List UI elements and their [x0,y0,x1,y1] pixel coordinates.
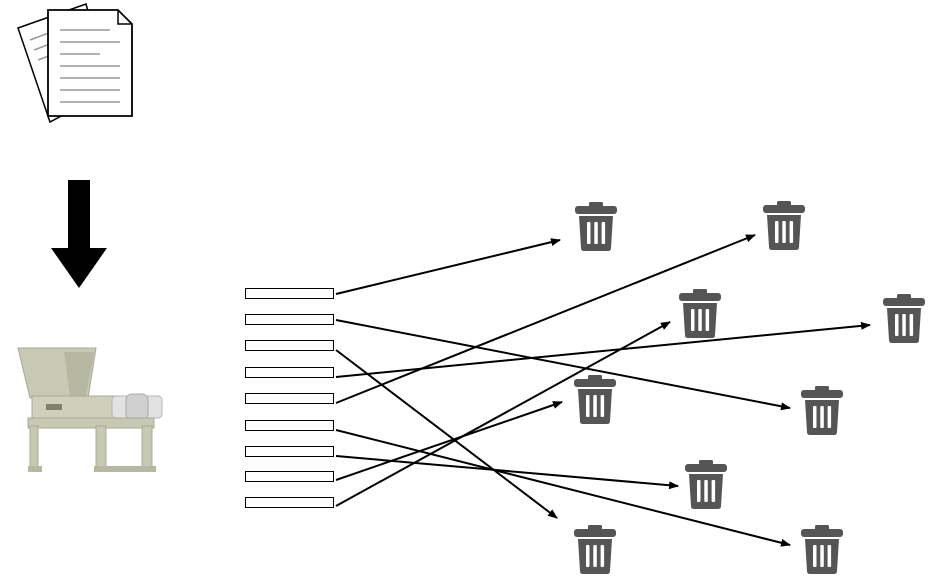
connection-arrows [335,234,871,547]
shredded-strip [245,288,334,299]
arrow-strip4-to-bin4 [335,321,871,378]
shredded-strip [245,471,334,482]
trash-bin-icon [883,294,925,343]
trash-bin-icon [679,289,721,338]
shredded-strip [245,393,334,404]
arrow-strip8-to-bin5 [335,401,563,481]
trash-bin-icon [685,460,727,509]
down-arrow-icon [51,180,107,288]
arrow-strip6-to-bin11 [335,429,791,547]
arrow-strip7-to-bin8 [335,455,679,490]
paper-shredder-machine-icon [17,347,163,472]
shredded-strip [245,497,334,508]
stacked-documents-icon [17,3,133,124]
arrow-strip5-to-bin2 [335,234,756,404]
shredded-strip [245,314,334,325]
trash-bin-icon [574,525,616,574]
arrow-strip9-to-bin3 [335,321,671,507]
shredded-strip [245,367,334,378]
shredded-strip [245,446,334,457]
trash-bin-icon [763,201,805,250]
trash-bin-icon [801,386,843,435]
arrow-strip3-to-bin10 [335,349,558,519]
shredded-strip [245,420,334,431]
trash-bin-icon [575,202,617,251]
arrow-strip2-to-bin6 [335,319,791,411]
shredded-strip [245,340,334,351]
trash-bin-icon [574,375,616,424]
trash-bin-icon [801,525,843,574]
arrow-strip1-to-bin1 [335,238,561,295]
